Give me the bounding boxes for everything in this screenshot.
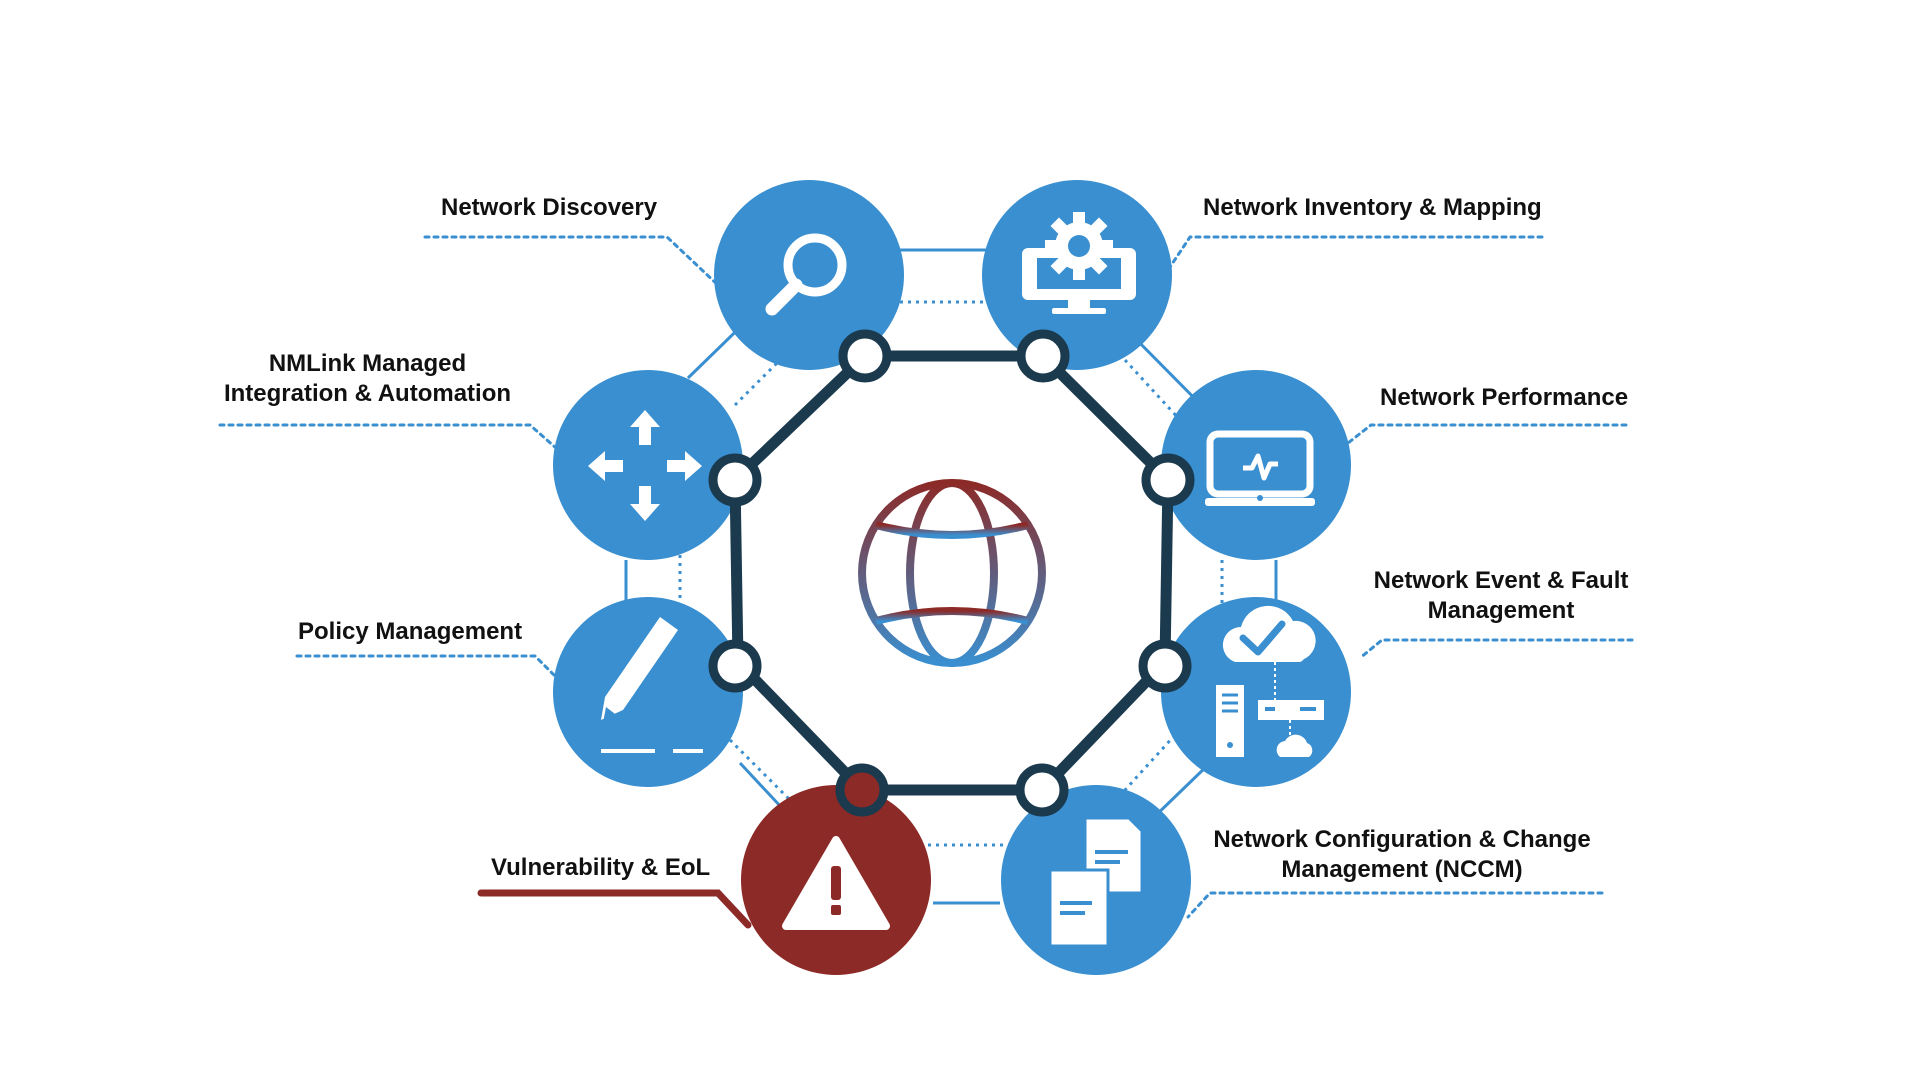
- documents-icon: [1048, 816, 1144, 948]
- move-arrows-icon: [588, 410, 702, 521]
- warning-icon: [782, 836, 890, 930]
- globe-icon: [858, 479, 1046, 667]
- node-2: [1016, 329, 1070, 383]
- pencil-icon: [601, 617, 703, 753]
- node-5: [1015, 763, 1069, 817]
- label-network-inventory: Network Inventory & Mapping: [1203, 194, 1542, 221]
- circle-nmlink: [553, 370, 743, 560]
- magnifier-icon: [765, 233, 847, 316]
- laptop-pulse-icon: [1205, 430, 1315, 506]
- node-3: [1141, 453, 1195, 507]
- node-8: [708, 453, 762, 507]
- circle-policy-management: [553, 597, 743, 787]
- label-vulnerability-eol: Vulnerability & EoL: [491, 854, 711, 881]
- monitor-gear-icon: [1022, 212, 1136, 314]
- node-1: [838, 329, 892, 383]
- label-policy-management: Policy Management: [298, 618, 523, 645]
- label-network-discovery: Network Discovery: [441, 194, 658, 221]
- ring-nodes: [708, 329, 1195, 817]
- cloud-servers-icon: [1216, 605, 1324, 757]
- node-6: [835, 763, 889, 817]
- leader-lines: [218, 235, 1634, 929]
- label-network-performance: Network Performance: [1380, 384, 1629, 411]
- node-7: [708, 639, 762, 693]
- node-4: [1138, 639, 1192, 693]
- circle-network-discovery: [714, 180, 904, 370]
